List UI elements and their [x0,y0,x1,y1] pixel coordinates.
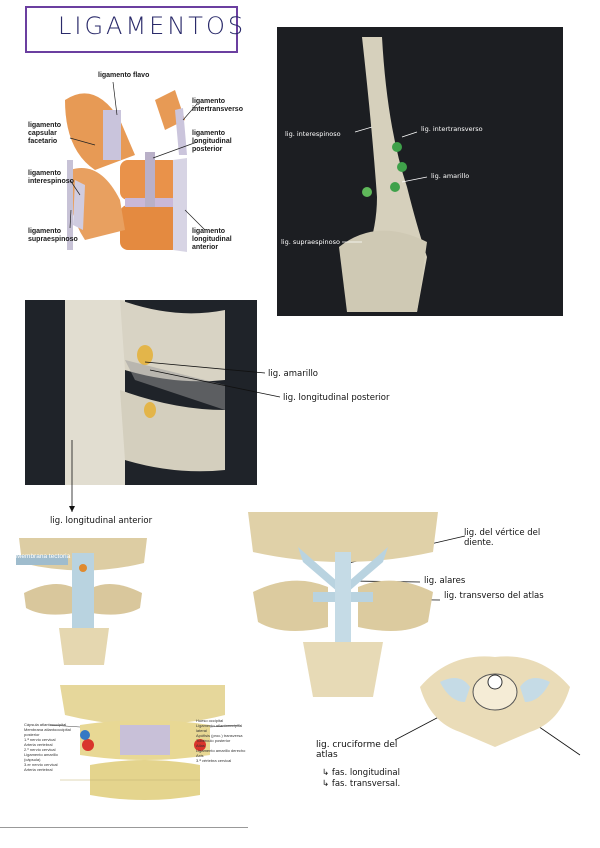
label-fig3-long-ant: lig. longitudinal anterior [50,516,153,526]
atlas-left-2 [253,580,328,631]
fig7-right-label: Ligamento amarillo derecho [196,748,246,753]
fig7-left-label: 2.º nervio cervical [24,747,56,752]
ligamentum-flavum [103,110,121,160]
title-box [25,6,238,53]
vertebral-body-lower [120,205,180,250]
figure-ligamentos-alares [248,512,438,697]
label-ligamento-capsular: ligamento capsular facetario [28,122,62,145]
figure-spine-3d: lig. interespinoso lig. intertransverso … [277,27,563,316]
vein-left [80,730,90,740]
fig7-left-label: Ligamento amarillo (cápsula) [24,752,58,762]
figure-atlas-superior [420,656,570,747]
label-ligamento-long-post: ligamento longitudinal posterior [192,130,232,153]
vertebral-artery-left [82,739,94,751]
fig7-right-label: Tubérculo posterior [196,738,231,743]
figure-lumbar-ligaments [65,81,206,252]
fig7-right-label: Axis [196,753,204,758]
occipital-bone [60,685,225,725]
axis-body [59,628,109,665]
label-lig-interespinoso: lig. interespinoso [285,130,341,138]
atlas-right-2 [358,580,433,631]
fig7-left-label: Cápsula atlantooccipital [24,722,67,727]
dens-tip [79,564,87,572]
fig7-right-label: Ligamento atlantooccipital lateral [196,723,243,733]
atlas-left [24,584,74,615]
dens [487,674,503,690]
label-ligamento-supraespinoso: ligamento supraespinoso [28,228,78,243]
green-ligament-3 [390,182,400,192]
membrane-posterior [120,725,170,755]
figure-cervical-3d [25,300,257,485]
fig7-right-labels: Hueso occipital Ligamento atlantooccipit… [196,718,246,763]
fig7-left-label: 3.er nervio cervical [24,762,58,767]
fig7-right-label: Apófisis (proc.) transversa [196,733,243,738]
figure-membrana-tectoria [16,538,147,665]
text-fas-longitudinal: fas. longitudinal [331,768,401,778]
ligament-highlight-lower [144,402,156,418]
label-lig-amarillo: lig. amarillo [431,172,470,180]
label-ligamento-long-ant: ligamento longitudinal anterior [192,228,232,251]
sacrum [339,230,427,312]
fig7-right-label: 3.ª vértebra cervical [196,758,232,763]
occipital-base-2 [248,512,438,562]
cervical-3d-drawing [65,300,225,485]
membrane-label-bg [16,555,68,565]
cruciform-left [440,678,470,702]
label-fas-transversal: ↳ fas. transversal. [322,779,401,789]
bottom-divider [0,827,248,828]
label-membrana-tectoria: Membrana tectoria [16,553,71,560]
label-lig-supraespinoso: lig. supraespinoso [281,238,340,246]
label-fig3-amarillo: lig. amarillo [268,369,318,379]
anterior-longitudinal-ligament [173,158,187,252]
atlas-right [92,584,142,615]
fig7-right-label: Hueso occipital [196,718,224,723]
vertebral-artery-right [194,739,206,751]
fig7-right-label: Atlas [196,743,205,748]
figure-posterior-craniovertebral [50,685,240,800]
vertebral-foramen [472,673,518,711]
label-fig3-long-post: lig. longitudinal posterior [283,393,390,403]
interspinous-ligament [73,180,85,230]
cruciform-right [520,678,550,702]
posterior-longitudinal-ligament [145,152,155,207]
label-lig-intertransverso: lig. intertransverso [421,125,483,133]
fig7-left-labels: Cápsula atlantooccipital Membrana atlant… [24,722,74,772]
green-ligament-1 [392,142,402,152]
fig7-left-label: Arteria vertebral [24,742,53,747]
label-ligamento-flavo: ligamento flavo [98,72,150,79]
green-ligament-2 [397,162,407,172]
label-lig-alares: lig. alares [424,576,466,586]
axis-body-2 [303,642,383,697]
fig7-left-label: Membrana atlantooccipital posterior [24,727,71,737]
fig7-left-label: Arteria vertebral [24,767,53,772]
label-ligamento-interespinoso: ligamento interespinoso [28,170,74,185]
label-lig-transverso: lig. transverso del atlas [444,591,544,601]
ligamentum-flavum-highlight [137,345,153,365]
green-ligament-4 [362,187,372,197]
fig7-left-label: 1.ª nervio cervical [24,737,56,742]
label-lig-cruciforme: lig. cruciforme del atlas [316,740,398,760]
anterior-longitudinal-band [65,300,125,485]
page-title: LIGAMENTOS [58,12,247,40]
label-fas-longitudinal: ↳ fas. longitudinal [322,768,401,778]
intertransverse-ligament [175,108,187,155]
label-ligamento-intertransverso: ligamento intertransverso [192,98,243,113]
spine-3d-drawing [339,37,428,312]
text-fas-transversal: fas. transversal. [331,779,401,789]
label-lig-vertice: lig. del vértice del diente. [464,528,541,548]
